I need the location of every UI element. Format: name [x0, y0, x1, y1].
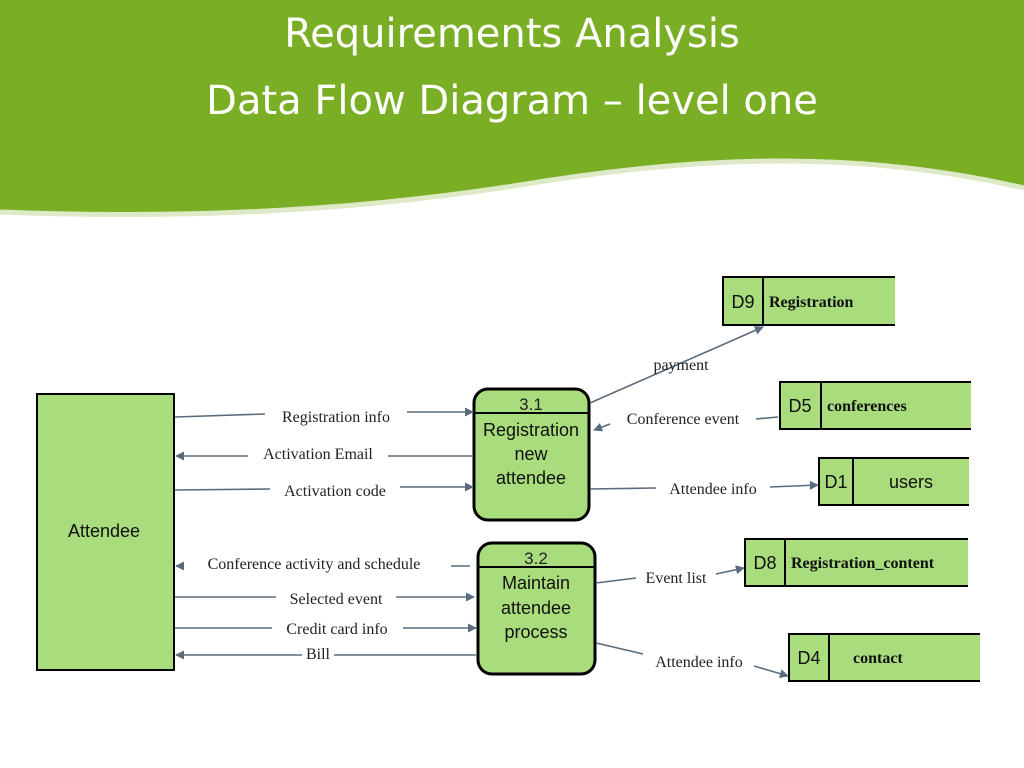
store-id: D9	[731, 292, 754, 312]
flow-label: Conference activity and schedule	[208, 556, 421, 573]
store-id: D5	[788, 396, 811, 416]
process-number: 3.1	[519, 395, 543, 414]
slide-subtitle: Data Flow Diagram – level one	[206, 78, 818, 124]
flow-payment: payment	[589, 326, 764, 404]
store-name: contact	[853, 650, 903, 667]
flow-event-list: Event list	[595, 565, 745, 587]
flow-label: Selected event	[290, 591, 383, 608]
flow-label: Attendee info	[655, 654, 743, 671]
store-name: conferences	[827, 398, 907, 415]
flow-activation-code: Activation code	[174, 482, 474, 500]
store-name: users	[889, 472, 933, 492]
flow-conference-event: Conference event	[593, 411, 779, 432]
flow-credit-card-info: Credit card info	[175, 621, 477, 638]
flow-conference-activity: Conference activity and schedule	[175, 556, 470, 573]
process-name-line: Maintain	[502, 573, 570, 593]
process-name-line: new	[514, 444, 548, 464]
flow-activation-email: Activation Email	[175, 446, 473, 463]
flow-label: Activation Email	[263, 446, 373, 463]
flow-label: Registration info	[282, 409, 390, 426]
process-name-line: attendee	[501, 598, 571, 618]
header-banner	[0, 0, 1024, 218]
store-id: D4	[797, 648, 820, 668]
flow-label: payment	[653, 357, 709, 374]
slide-title: Requirements Analysis	[284, 11, 740, 57]
store-d4: D4 contact	[788, 633, 980, 682]
process-3-1: 3.1 Registration new attendee	[472, 387, 591, 522]
flow-label: Attendee info	[669, 481, 757, 498]
store-name: Registration	[769, 294, 854, 311]
process-number: 3.2	[524, 549, 548, 568]
process-3-2: 3.2 Maintain attendee process	[476, 541, 597, 676]
flow-registration-info: Registration info	[174, 407, 474, 426]
flow-attendee-info-users: Attendee info	[589, 480, 819, 498]
flow-label: Credit card info	[286, 621, 387, 638]
store-id: D1	[824, 472, 847, 492]
process-name-line: process	[504, 622, 567, 642]
entity-label: Attendee	[68, 521, 140, 541]
process-name-line: Registration	[483, 420, 579, 440]
flow-selected-event: Selected event	[175, 591, 475, 608]
flow-label: Conference event	[627, 411, 740, 428]
store-d1: D1 users	[818, 457, 969, 506]
flow-label: Activation code	[284, 483, 386, 500]
store-d5: D5 conferences	[779, 381, 971, 430]
process-name-line: attendee	[496, 468, 566, 488]
entity-attendee: Attendee	[36, 393, 175, 671]
flow-attendee-info-contact: Attendee info	[595, 642, 789, 679]
store-name: Registration_content	[791, 555, 935, 572]
store-id: D8	[753, 553, 776, 573]
flow-label: Bill	[306, 646, 331, 663]
store-d9: D9 Registration	[722, 276, 895, 326]
flow-label: Event list	[646, 570, 707, 587]
flow-bill: Bill	[175, 646, 476, 663]
store-d8: D8 Registration_content	[744, 538, 968, 587]
